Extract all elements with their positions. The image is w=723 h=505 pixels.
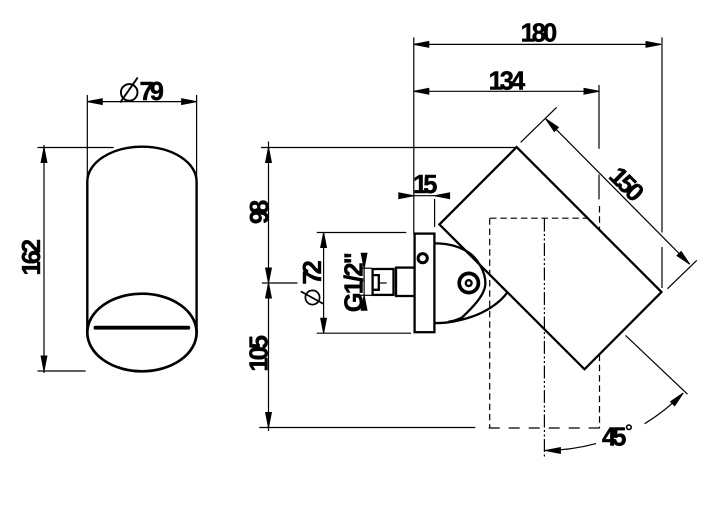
svg-text:98: 98: [246, 200, 274, 224]
svg-text:150: 150: [603, 162, 649, 208]
svg-text:79: 79: [140, 78, 164, 106]
svg-text:134: 134: [489, 67, 526, 95]
svg-text:45: 45: [602, 424, 626, 452]
svg-text:15: 15: [413, 171, 437, 199]
svg-text:180: 180: [521, 20, 558, 48]
svg-text:G1/2": G1/2": [340, 252, 368, 312]
svg-text:72: 72: [299, 260, 327, 284]
svg-text:105: 105: [245, 335, 273, 372]
svg-text:162: 162: [18, 239, 46, 276]
